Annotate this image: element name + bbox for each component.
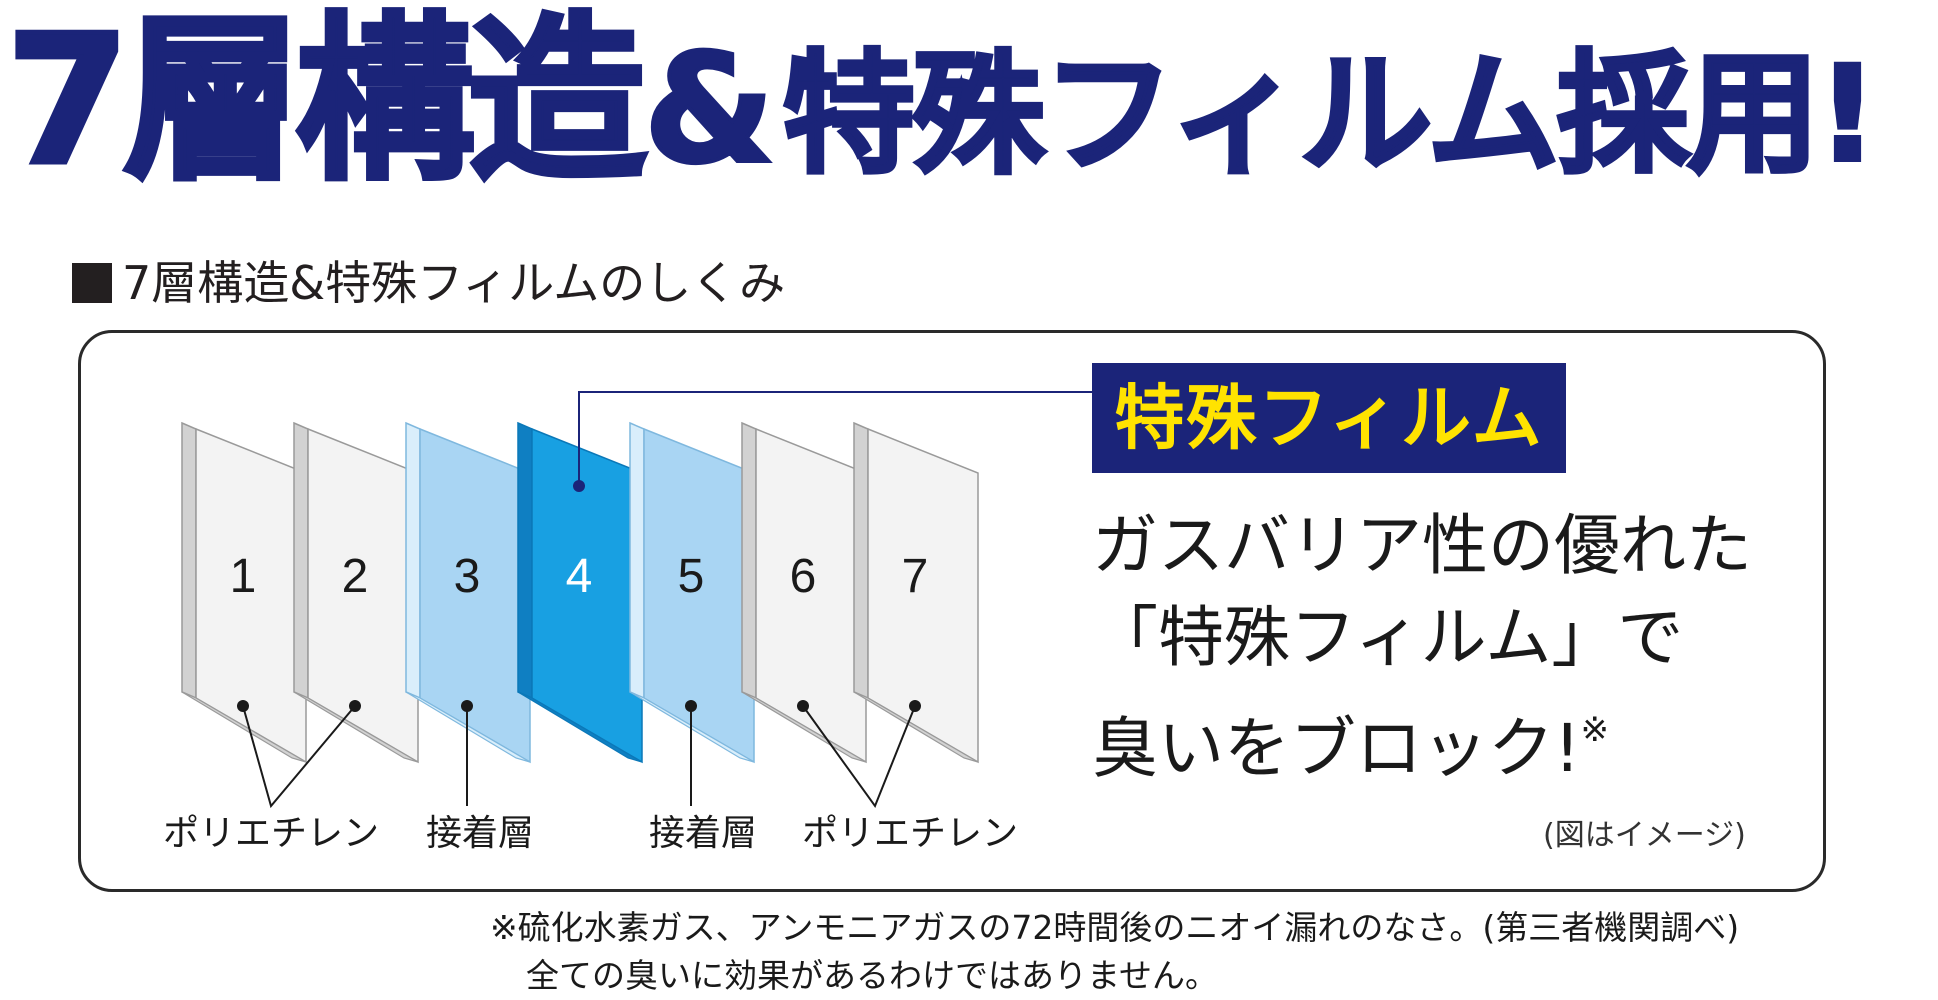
footnote-line-2: 全ての臭いに効果があるわけではありません。 — [526, 956, 1219, 995]
layer-number: 4 — [566, 550, 593, 603]
film-callout-line — [578, 391, 1092, 486]
layer-bottom-edge — [741, 691, 867, 763]
layer-sheet: 6 — [741, 421, 867, 764]
film-badge: 特殊フィルム — [1092, 363, 1566, 473]
headline: 7層構造 & 特殊フィルム採用! — [4, 0, 1880, 204]
footnote-line-1: ※硫化水素ガス、アンモニアガスの72時間後のニオイ漏れのなさ。(第三者機関調べ) — [490, 908, 1740, 947]
footnote: ※硫化水素ガス、アンモニアガスの72時間後のニオイ漏れのなさ。(第三者機関調べ)… — [490, 904, 1739, 1000]
layer-sheet: 3 — [405, 421, 531, 764]
layer-edge — [405, 421, 421, 700]
layer-number: 3 — [454, 550, 481, 603]
layer-edge — [517, 421, 533, 700]
layer-sheet: 1 — [181, 421, 307, 764]
layer-edge — [853, 421, 869, 700]
layer-bottom-edge — [293, 691, 419, 763]
layer-number: 1 — [230, 550, 257, 603]
layer-number: 5 — [678, 550, 705, 603]
layer-bottom-edge — [517, 691, 643, 763]
section-title: 7層構造&特殊フィルムのしくみ — [72, 255, 785, 311]
layer-bottom-edge — [853, 691, 979, 763]
label-polyethylene-left: ポリエチレン — [162, 813, 380, 854]
description-line-3-text: 臭いをブロック! — [1092, 710, 1581, 787]
label-adhesive-left: 接着層 — [425, 813, 535, 854]
diagram-panel — [78, 330, 1826, 892]
leader-line-polyethylene-left — [242, 705, 356, 809]
description-line-3: 臭いをブロック!※ — [1092, 684, 1752, 795]
layer-edge — [629, 421, 645, 700]
leader-line-polyethylene-right — [802, 705, 916, 809]
layer-sheet: 7 — [853, 421, 979, 764]
description-line-2: 「特殊フィルム」で — [1092, 599, 1684, 676]
layer-edge — [741, 421, 757, 700]
description-note-mark: ※ — [1580, 710, 1609, 750]
layer-edge — [181, 421, 197, 700]
headline-part1: 7層構造 — [4, 0, 649, 204]
film-description: ガスバリア性の優れた 「特殊フィルム」で 臭いをブロック!※ — [1092, 500, 1752, 795]
square-bullet-icon — [72, 263, 112, 303]
headline-part2: 特殊フィルム採用! — [781, 38, 1880, 192]
description-line-1: ガスバリア性の優れた — [1092, 507, 1752, 584]
headline-ampersand: & — [642, 23, 777, 197]
label-adhesive-right: 接着層 — [648, 813, 758, 854]
layer-sheet: 4 — [517, 421, 643, 764]
layer-number: 7 — [902, 550, 929, 603]
layer-bottom-edge — [181, 691, 307, 763]
section-title-text: 7層構造&特殊フィルムのしくみ — [122, 256, 786, 310]
layer-edge — [293, 421, 309, 700]
layer-number: 2 — [342, 550, 369, 603]
layer-sheet: 2 — [293, 421, 419, 764]
image-note: (図はイメージ) — [1543, 818, 1746, 853]
label-polyethylene-right: ポリエチレン — [801, 813, 1019, 854]
layer-number: 6 — [790, 550, 817, 603]
